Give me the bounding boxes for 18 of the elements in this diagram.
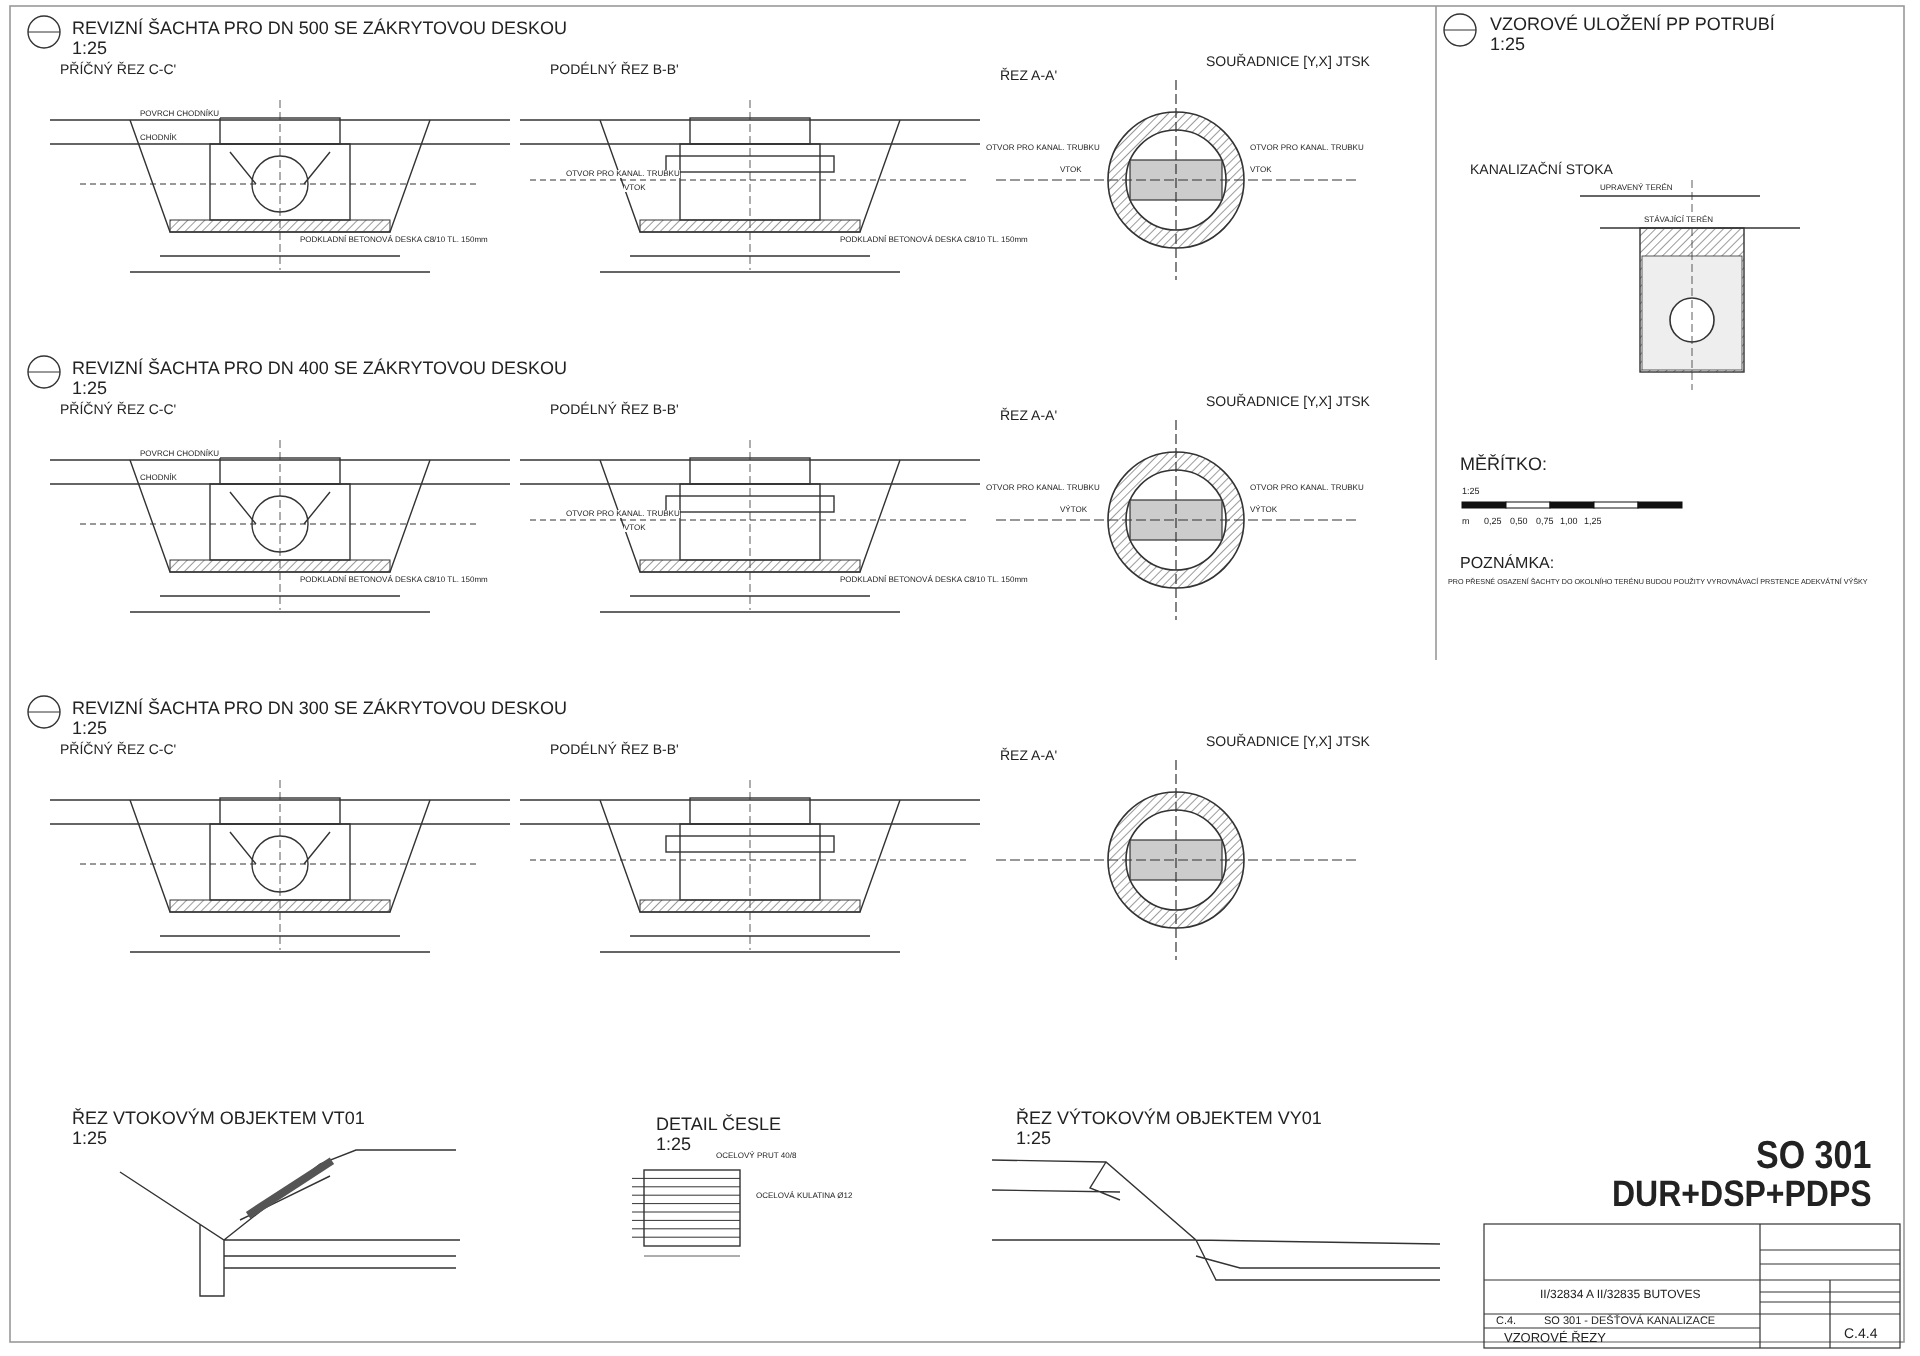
drawing-heading: DETAIL ČESLE: [656, 1116, 782, 1134]
scale-text: 1:25: [1490, 36, 1526, 54]
drawing-heading: REVIZNÍ ŠACHTA PRO DN 500 SE ZÁKRYTOVOU DESKOU: [72, 20, 568, 38]
project-code: SO 301: [1756, 1136, 1872, 1176]
drawing-heading: REVIZNÍ ŠACHTA PRO DN 400 SE ZÁKRYTOVOU DESKOU: [72, 360, 568, 378]
scale-text: 1:25: [72, 1130, 108, 1148]
section-title: MĚŘÍTKO:: [1460, 456, 1548, 474]
drawing-heading: ŘEZ VTOKOVÝM OBJEKTEM VT01: [72, 1110, 365, 1128]
project-stage: DUR+DSP+PDPS: [1612, 1178, 1872, 1215]
scale-text: 1:25: [72, 380, 108, 398]
scale-text: 1:25: [1016, 1130, 1052, 1148]
drawing-heading: REVIZNÍ ŠACHTA PRO DN 300 SE ZÁKRYTOVOU DESKOU: [72, 700, 568, 718]
drawing-heading: ŘEZ VÝTOKOVÝM OBJEKTEM VY01: [1016, 1110, 1322, 1128]
scale-text: 1:25: [656, 1136, 692, 1154]
drawing-heading: VZOROVÉ ULOŽENÍ PP POTRUBÍ: [1490, 16, 1775, 34]
scale-text: 1:25: [72, 40, 108, 58]
section-title: POZNÁMKA:: [1460, 556, 1555, 572]
scale-text: 1:25: [72, 720, 108, 738]
